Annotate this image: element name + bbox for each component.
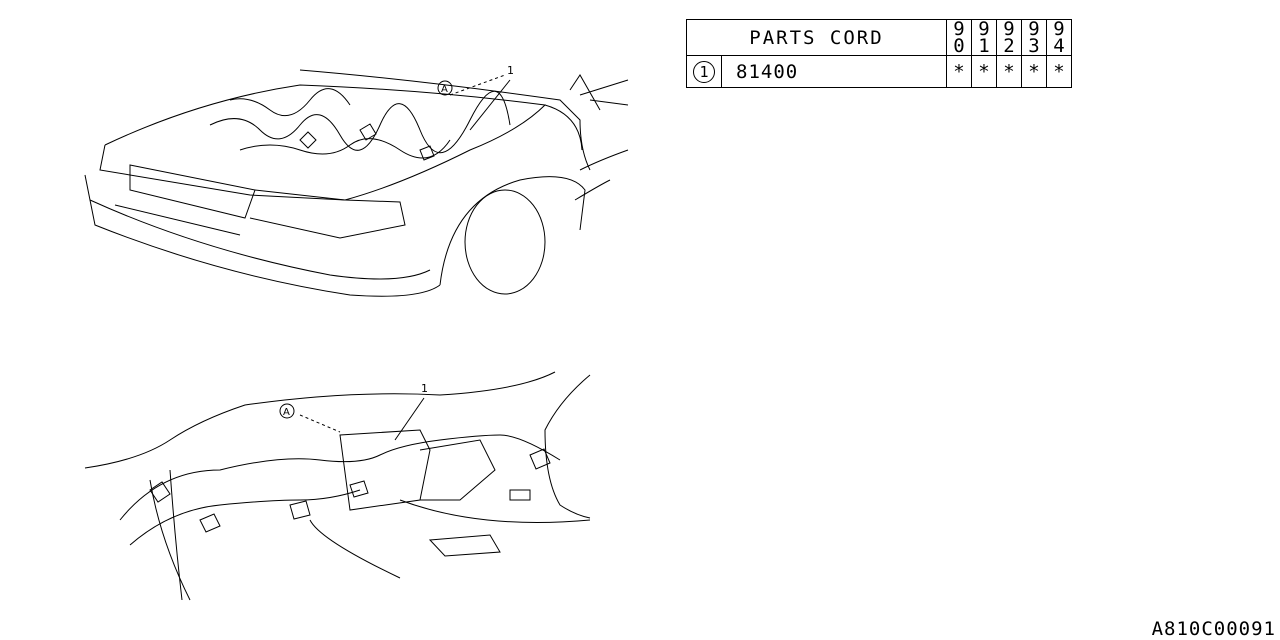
year-digit: 9 xyxy=(1053,17,1065,40)
figure-code: A810C00091 xyxy=(1151,618,1276,640)
applicability-mark: * xyxy=(1021,55,1047,88)
applicability-mark: * xyxy=(971,55,997,88)
year-digit: 9 xyxy=(1003,17,1015,40)
ref-number: 1 xyxy=(686,55,722,88)
part-code: 81400 xyxy=(721,55,947,88)
year-digit: 9 xyxy=(1028,17,1040,40)
year-digit: 2 xyxy=(1003,34,1015,57)
year-digit: 9 xyxy=(978,17,990,40)
applicability-mark: * xyxy=(996,55,1022,88)
callout-view-a-top: A xyxy=(441,84,448,95)
callout-part-1-bottom: 1 xyxy=(421,382,428,395)
car-front-view xyxy=(84,69,629,297)
year-digit: 4 xyxy=(1053,34,1065,57)
callout-view-a-bottom: A xyxy=(283,407,290,418)
leader-line xyxy=(394,397,425,441)
dashboard-harness-view xyxy=(84,371,591,601)
year-digit: 0 xyxy=(953,34,965,57)
applicability-mark: * xyxy=(946,55,972,88)
callout-part-1-top: 1 xyxy=(507,64,514,77)
applicability-mark: * xyxy=(1046,55,1072,88)
leader-line xyxy=(469,79,511,131)
year-digit: 9 xyxy=(953,17,965,40)
year-digit: 3 xyxy=(1028,34,1040,57)
year-digit: 1 xyxy=(978,34,990,57)
table-row: 1 81400 * * * * * xyxy=(686,55,1072,88)
parts-cord-header: PARTS CORD xyxy=(686,19,947,56)
